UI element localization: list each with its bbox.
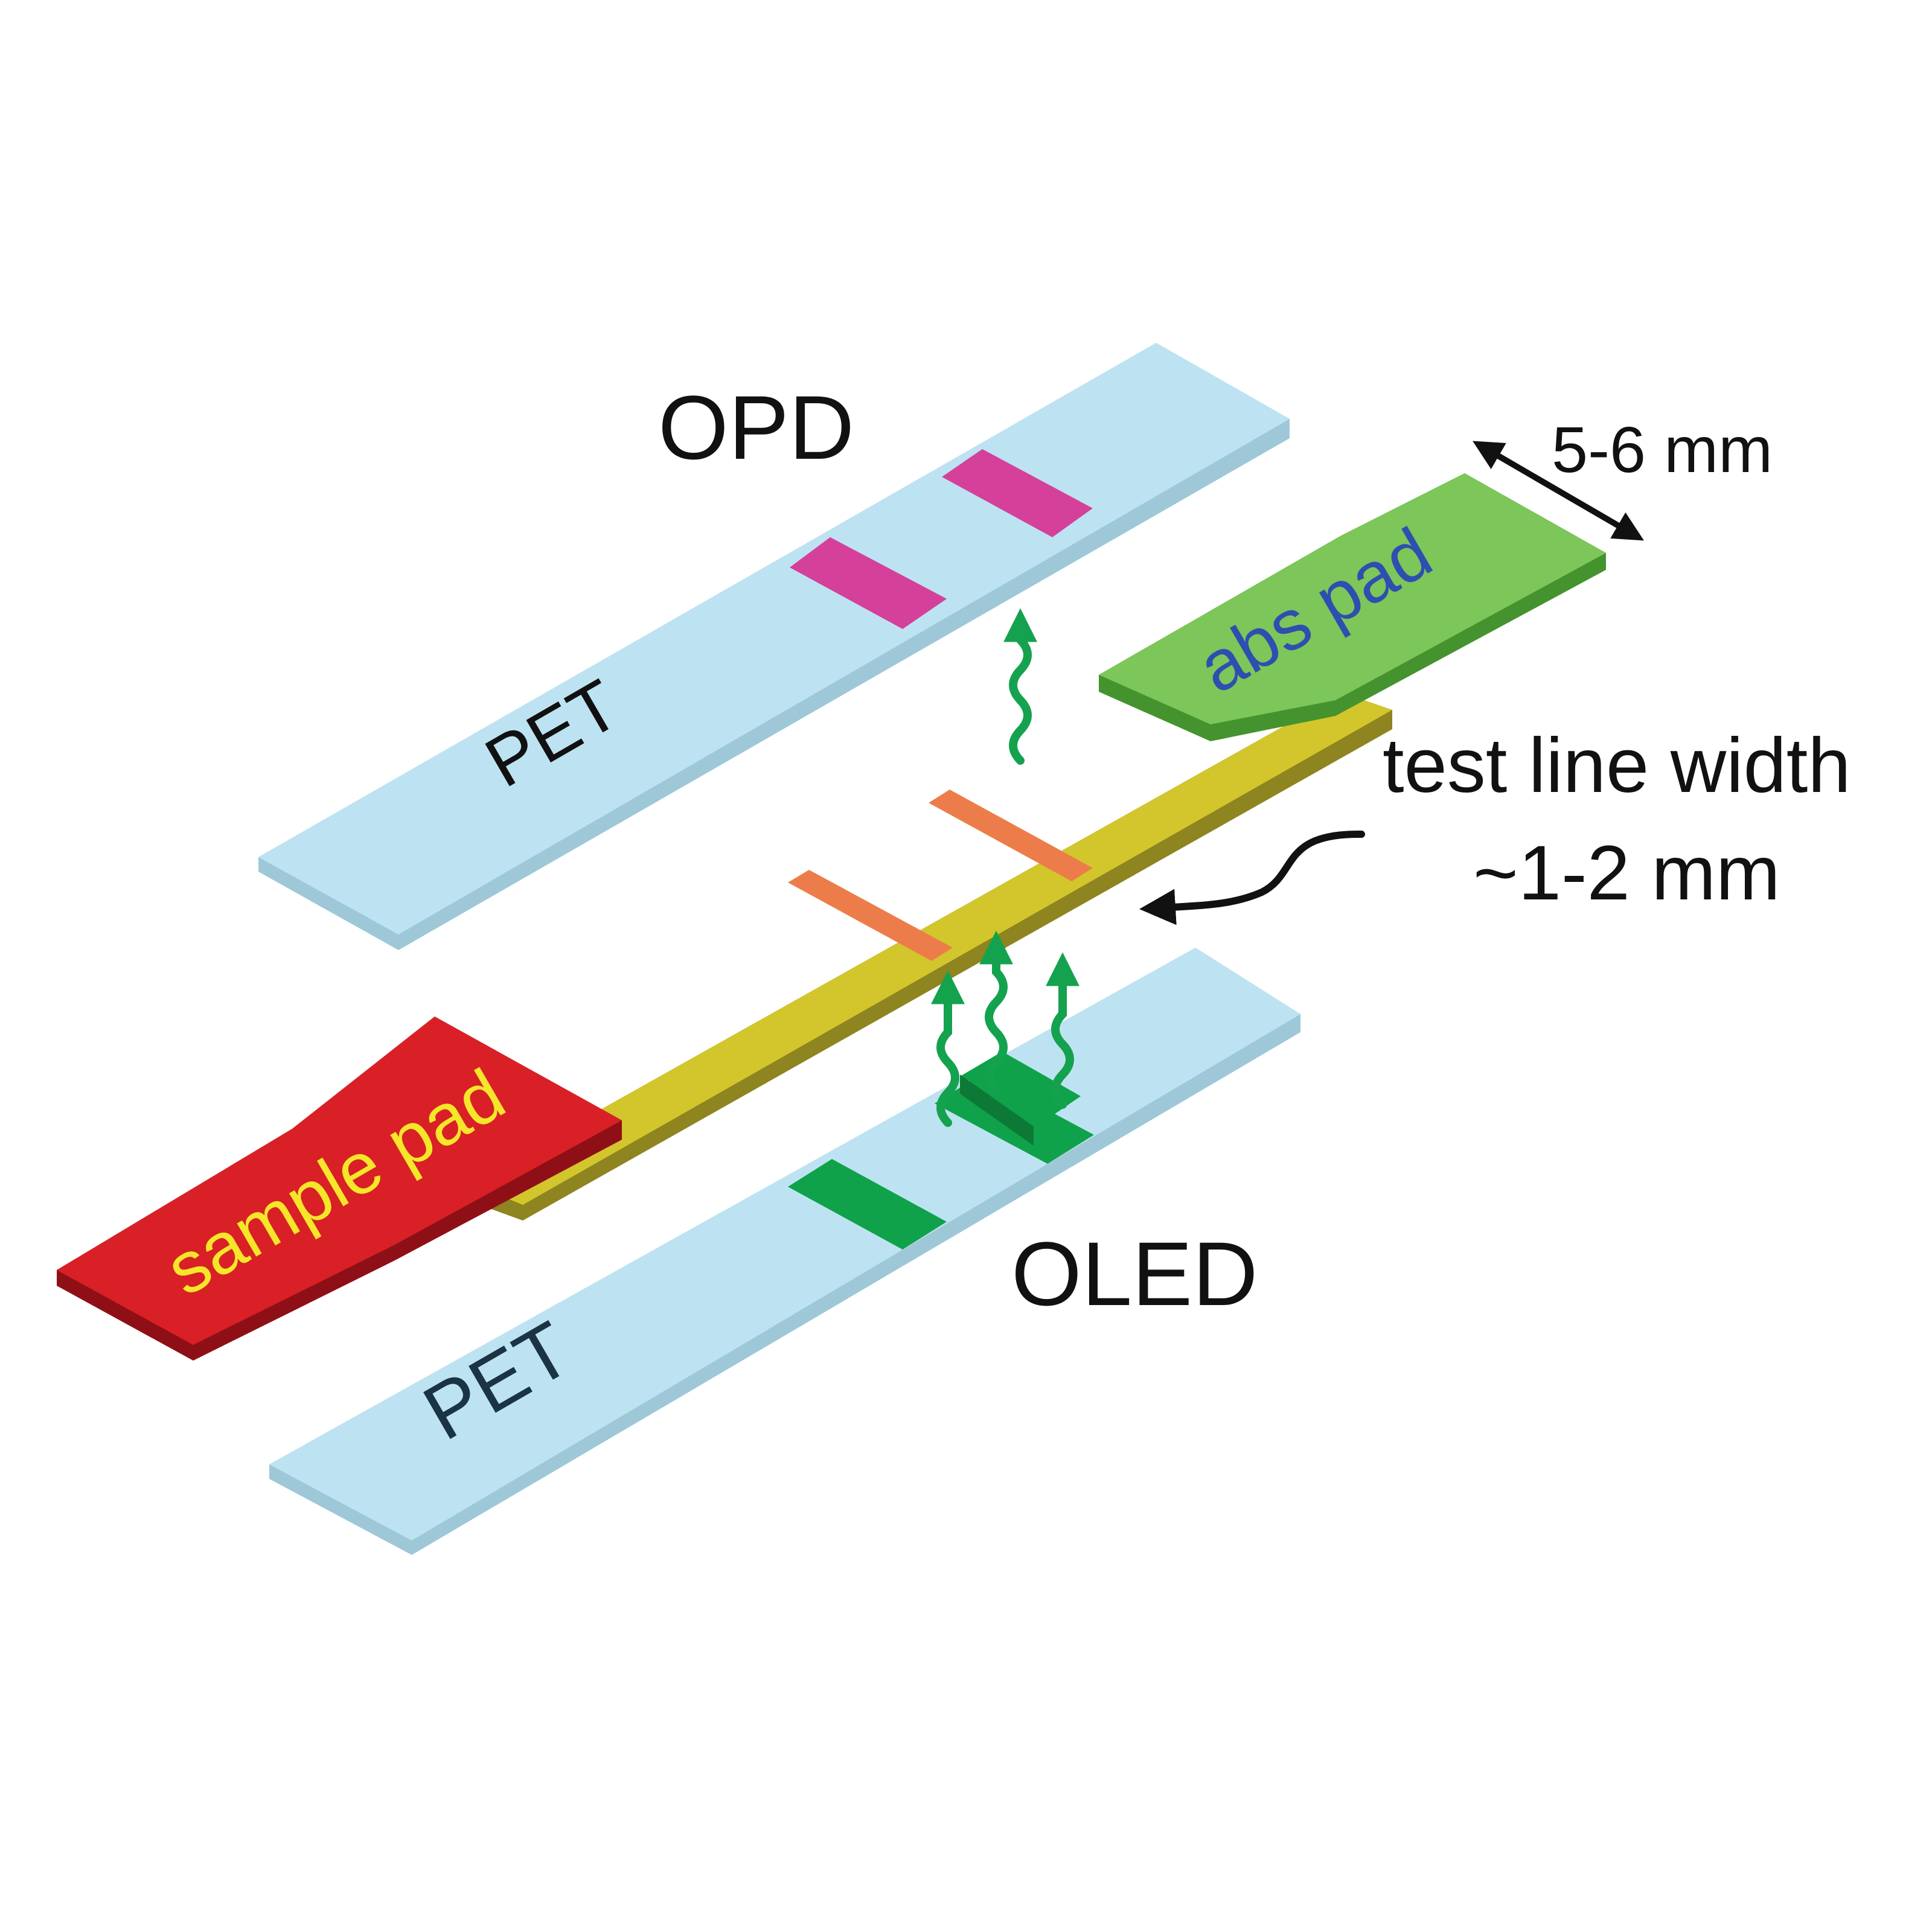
emission-wave-icon [1046, 952, 1080, 1109]
test-line-width-label: test line width [1383, 723, 1851, 809]
opd-pet-layer [258, 343, 1290, 950]
oled-device-side [960, 1074, 1034, 1146]
opd-pixel-1 [790, 537, 947, 629]
emission-wave-icon [1003, 608, 1037, 765]
oled-pixel-1 [788, 1159, 947, 1250]
test-line-width-value: ~1-2 mm [1473, 830, 1780, 916]
emission-wave-icon [979, 930, 1013, 1097]
annotations: OPD OLED PET PET 5-6 mm test line width … [409, 377, 1851, 1457]
abs-pad: abs pad [1099, 473, 1606, 741]
sample-pad-face [57, 1017, 622, 1345]
light-waves [931, 608, 1080, 1127]
width-dimension-label: 5-6 mm [1552, 413, 1773, 486]
emission-wave-icon [931, 970, 965, 1127]
oled-label: OLED [1011, 1223, 1258, 1324]
dimension-arrow-icon [1473, 441, 1644, 541]
test-line-1 [788, 870, 953, 961]
opd-pixel-2 [942, 449, 1093, 537]
curved-arrow-icon [1139, 830, 1365, 925]
opd-label: OPD [658, 377, 854, 478]
test-line-2 [929, 790, 1093, 881]
test-strip [470, 693, 1392, 1221]
